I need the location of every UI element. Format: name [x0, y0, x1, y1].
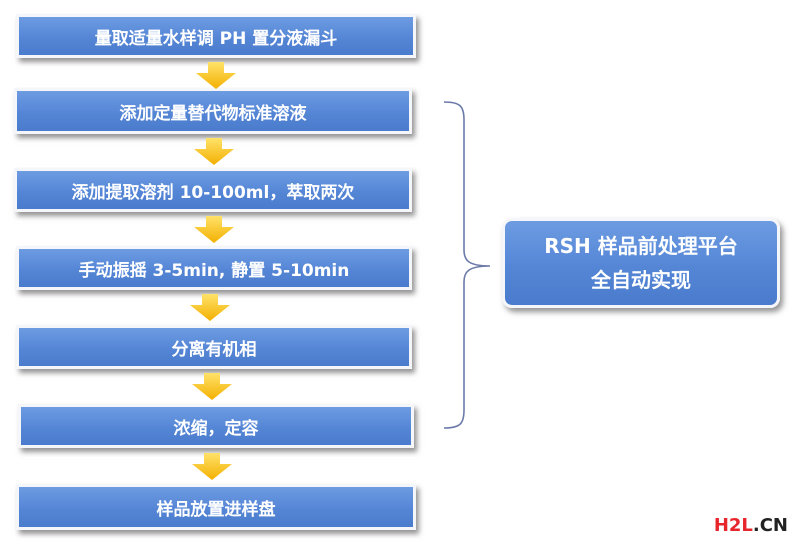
step-box-7: 样品放置进样盘 [16, 484, 416, 530]
step-label-4: 手动振摇 3-5min, 静置 5-10min [78, 260, 350, 281]
step-box-5: 分离有机相 [16, 325, 412, 369]
watermark-logo: H2L.CN [714, 515, 788, 536]
watermark-brand: H2L [713, 515, 753, 536]
step-box-6: 浓缩，定容 [18, 404, 414, 448]
arrow-down-icon [196, 62, 236, 89]
step-label-5: 分离有机相 [171, 339, 257, 360]
result-line-1: RSH 样品前处理平台 [544, 234, 738, 258]
step-box-2: 添加定量替代物标准溶液 [14, 88, 412, 134]
step-box-1: 量取适量水样调 PH 置分液漏斗 [16, 14, 416, 58]
step-label-7: 样品放置进样盘 [156, 499, 276, 520]
arrow-down-icon [190, 294, 230, 321]
step-label-1: 量取适量水样调 PH 置分液漏斗 [94, 28, 338, 49]
watermark-suffix: .CN [752, 515, 788, 536]
arrow-down-icon [192, 453, 232, 480]
arrow-down-icon [194, 216, 234, 243]
step-box-4: 手动振摇 3-5min, 静置 5-10min [16, 246, 412, 290]
arrow-down-icon [194, 138, 234, 165]
right-brace [443, 101, 491, 429]
step-label-3: 添加提取溶剂 10-100ml，萃取两次 [71, 182, 355, 203]
result-box: RSH 样品前处理平台 全自动实现 [502, 218, 780, 308]
step-box-3: 添加提取溶剂 10-100ml，萃取两次 [14, 168, 412, 212]
arrow-down-icon [192, 373, 232, 400]
step-label-2: 添加定量替代物标准溶液 [119, 103, 307, 124]
step-label-6: 浓缩，定容 [173, 418, 259, 439]
result-line-2: 全自动实现 [591, 268, 691, 292]
